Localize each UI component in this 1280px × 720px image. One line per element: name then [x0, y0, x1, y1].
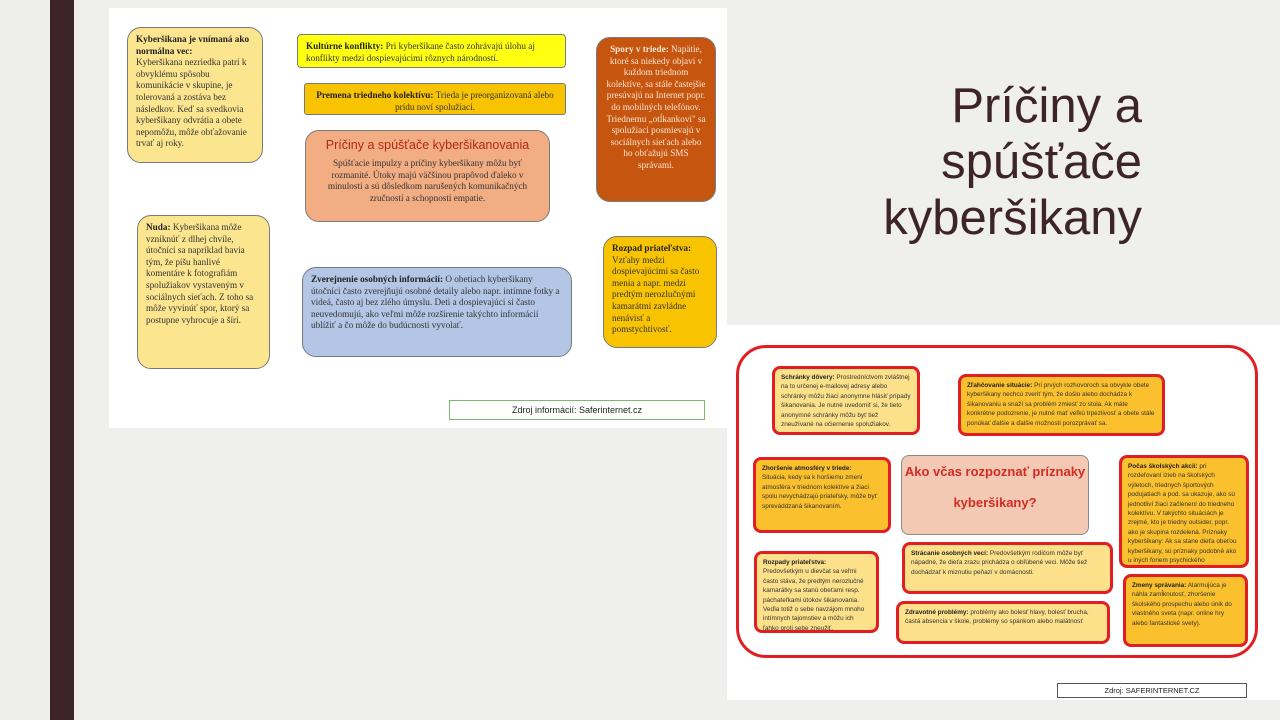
box-school-events: Počas školských akcií: pri rozdeľovaní i…: [1119, 455, 1249, 568]
box-losing-things-title: Strácanie osobných vecí:: [911, 550, 989, 557]
box-trust-text: Prostredníctvom zvláštnej na to určenej …: [781, 374, 911, 429]
box-trivializing-title: Zľahčovanie situácie:: [967, 382, 1033, 389]
signs-frame: [736, 345, 1258, 658]
center-causes-text: Spúšťacie impulzy a príčiny kyberšikany …: [327, 158, 528, 203]
box-boredom-text: Kyberšikana môže vzniknúť z dlhej chvíle…: [146, 222, 254, 325]
box-atmosphere-text: Situácia, kedy sa k horšiemu zmení atmos…: [762, 474, 877, 510]
box-trivializing: Zľahčovanie situácie: Pri prvých rozhovo…: [958, 374, 1165, 436]
box-normal: Kyberšikana je vnímaná ako normálna vec:…: [127, 27, 263, 163]
box-trust-title: Schránky dôvery:: [781, 374, 835, 381]
box-behavior-changes-text: Alarmujúca je náhla zamĺknutosť, zhoršen…: [1132, 582, 1232, 627]
box-atmosphere: Zhoršenie atmosféry v triede: Situácia, …: [753, 457, 891, 533]
box-cultural-title: Kultúrne konflikty:: [306, 41, 384, 51]
box-trust: Schránky dôvery: Prostredníctvom zvláštn…: [772, 366, 920, 435]
box-disclosure: Zverejnenie osobných informácií: O obeti…: [302, 267, 572, 357]
accent-bar: [50, 0, 74, 720]
slide-left-margin: [0, 0, 50, 720]
source-label-2: Zdroj: SAFERINTERNET.CZ: [1057, 683, 1247, 698]
box-cultural: Kultúrne konflikty: Pri kyberšikane čast…: [297, 34, 566, 68]
box-friendship-breakups: Rozpady priateľstva: Predovšetkým u diev…: [754, 551, 879, 633]
box-disputes-title: Spory v triede:: [610, 44, 669, 54]
box-disputes-text: Napätie, ktoré sa niekedy objaví v každo…: [606, 44, 706, 170]
box-trivializing-text: Pri prvých rozhovoroch sa obvykle obete …: [967, 382, 1155, 427]
box-cultural-text: Pri kyberšikane často zohrávajú úlohu aj…: [306, 41, 535, 63]
box-behavior-changes: Zmeny správania: Alarmujúca je náhla zam…: [1123, 574, 1248, 647]
center-causes-title: Príčiny a spúšťače kyberšikanovania: [325, 138, 530, 152]
box-losing-things-text: Predovšetkým rodičom môže byť nápadné, ž…: [911, 550, 1088, 576]
box-health-problems-text: problémy ako bolesť hlavy, bolesť brucha…: [905, 609, 1089, 626]
box-class-change-text: Trieda je preorganizovaná alebo prídu no…: [395, 90, 554, 112]
box-friendship-breakups-text: Predovšetkým u dievčat sa veľmi často st…: [763, 568, 865, 632]
box-school-events-text: pri rozdeľovaní izieb na školských výlet…: [1128, 463, 1237, 565]
box-class-change: Premena triedneho kolektívu: Trieda je p…: [304, 83, 566, 115]
box-normal-title: Kyberšikana je vnímaná ako normálna vec:: [136, 34, 250, 56]
box-health-problems-title: Zdravotné problémy:: [905, 609, 969, 616]
box-disclosure-title: Zverejnenie osobných informácií:: [311, 274, 444, 284]
center-box-signs: Ako včas rozpoznať príznaky kyberšikany?: [901, 455, 1089, 535]
source-label-1: Zdroj informácií: Saferinternet.cz: [449, 400, 705, 420]
box-atmosphere-title: Zhoršenie atmosféry v triede:: [762, 465, 852, 472]
box-losing-things: Strácanie osobných vecí: Predovšetkým ro…: [902, 542, 1113, 594]
center-signs-line2: kyberšikany?: [953, 495, 1037, 510]
box-boredom: Nuda: Kyberšikana môže vzniknúť z dlhej …: [137, 215, 270, 369]
box-disputes: Spory v triede: Napätie, ktoré sa nieked…: [596, 37, 716, 202]
slide-title[interactable]: Príčiny a spúšťače kyberšikany: [883, 79, 1142, 245]
box-friendship-title: Rozpad priateľstva:: [612, 243, 692, 253]
box-normal-text: Kyberšikana nezriedka patrí k obvyklému …: [136, 57, 247, 149]
box-health-problems: Zdravotné problémy: problémy ako bolesť …: [896, 601, 1110, 644]
box-disclosure-text: O obetiach kyberšikany útočníci často zv…: [311, 274, 560, 331]
box-behavior-changes-title: Zmeny správania:: [1132, 582, 1187, 589]
box-friendship-text: Vzťahy medzi dospievajúcimi sa často men…: [612, 254, 700, 335]
center-signs-line1: Ako včas rozpoznať príznaky: [904, 464, 1086, 479]
center-box-causes: Príčiny a spúšťače kyberšikanovania Spúš…: [305, 130, 550, 222]
box-friendship-breakups-title: Rozpady priateľstva:: [763, 559, 827, 566]
box-friendship: Rozpad priateľstva: Vzťahy medzi dospiev…: [603, 236, 717, 348]
box-class-change-title: Premena triedneho kolektívu:: [316, 90, 434, 100]
box-boredom-title: Nuda:: [146, 222, 171, 232]
box-school-events-title: Počas školských akcií:: [1128, 463, 1198, 470]
